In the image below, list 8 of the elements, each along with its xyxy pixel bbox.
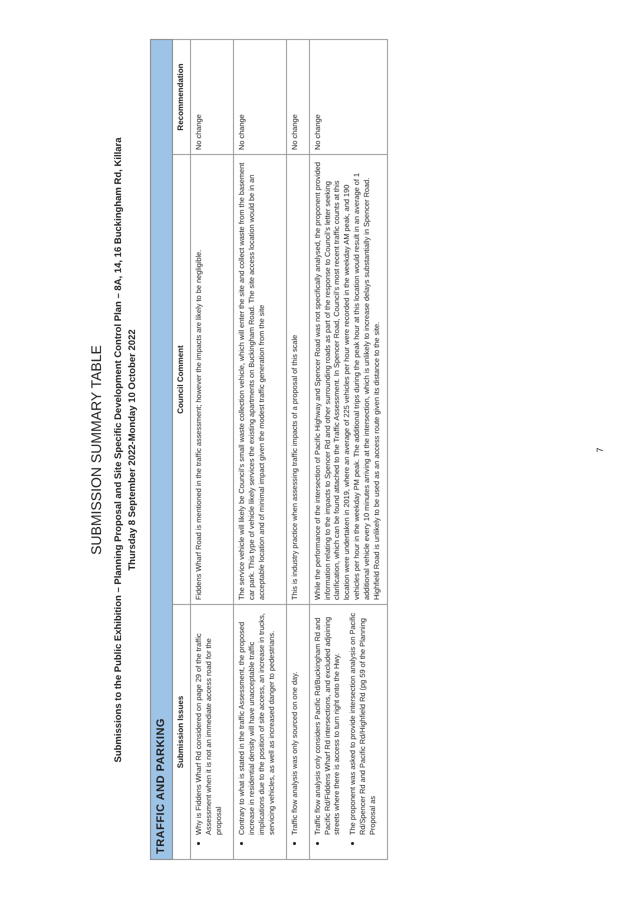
section-header: TRAFFIC AND PARKING <box>150 40 172 860</box>
page-number: 7 <box>595 448 605 453</box>
column-header: Recommendation <box>176 63 185 131</box>
page-title: SUBMISSION SUMMARY TABLE <box>88 345 104 555</box>
subtitle: Submissions to the Public Exhibition – Planning Proposal and Site Specific Development Control Plan – 8A, 14, 16 Buckingham Rd, Killara <box>113 138 124 763</box>
date-range: Thursday 8 September 2022-Monday 10 October 2022 <box>127 329 138 571</box>
column-header: Council Comment <box>176 345 185 414</box>
column-header: Submission Issues <box>176 696 185 768</box>
